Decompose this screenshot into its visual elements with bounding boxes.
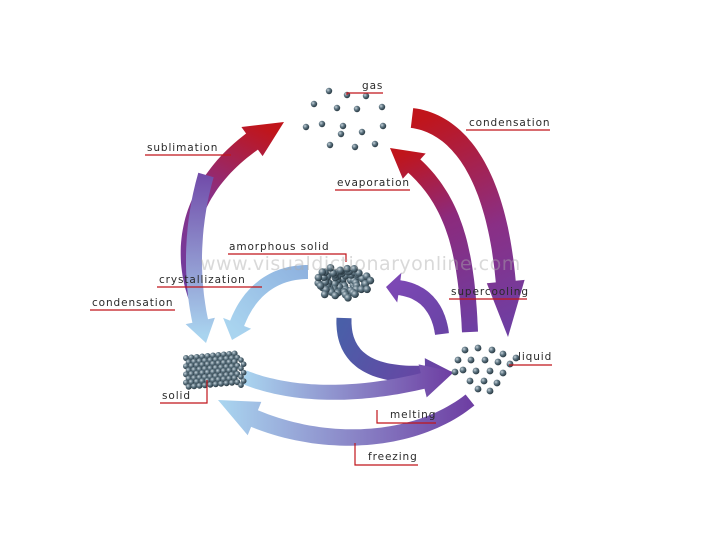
particle [466, 377, 474, 385]
particle [333, 104, 341, 112]
particle [459, 366, 467, 374]
particle [494, 358, 502, 366]
label-evaporation: evaporation [337, 177, 410, 189]
particle [336, 266, 345, 275]
particle [196, 382, 203, 389]
crystal-solid-particles [183, 350, 247, 390]
particle [331, 291, 340, 300]
particle [240, 378, 247, 384]
particle [371, 140, 379, 148]
particle [223, 380, 230, 387]
particle [318, 120, 326, 128]
particle [302, 123, 310, 131]
particle [451, 368, 459, 376]
label-condensation-gas-to-solid: condensation [92, 297, 174, 309]
particle [238, 365, 244, 372]
particle [362, 92, 370, 100]
label-amorphous-solid: amorphous solid [229, 241, 330, 253]
particle [316, 282, 325, 290]
particle [461, 346, 469, 354]
liquid-particles [451, 344, 520, 395]
particle [212, 381, 219, 388]
leader-solid [160, 380, 208, 404]
leader-amorphous-solid [228, 253, 347, 262]
particle [353, 105, 361, 113]
label-melting: melting [390, 409, 437, 421]
particle [378, 103, 386, 111]
arrow-crystallization [223, 265, 308, 340]
particle [350, 265, 359, 273]
particle [486, 367, 494, 375]
label-gas: gas [362, 80, 384, 92]
particle [240, 361, 247, 368]
particle [512, 354, 520, 362]
particle [366, 276, 375, 285]
label-liquid: liquid [518, 351, 553, 363]
particle [310, 100, 318, 108]
arrow-melting [241, 364, 454, 400]
particle [486, 387, 494, 395]
particle [326, 141, 334, 149]
label-solid: solid [162, 390, 191, 402]
particle [357, 285, 366, 294]
amorphous-solid-particles [314, 264, 375, 302]
leader-melting [376, 410, 436, 424]
gas-particles [302, 87, 387, 151]
particle [238, 374, 244, 380]
particle [240, 369, 247, 376]
particle [363, 285, 371, 294]
particle [318, 268, 327, 276]
particle [379, 122, 387, 130]
particle [228, 379, 235, 386]
particle [191, 383, 198, 390]
arrow-condensation-gas-to-liquid [410, 108, 525, 337]
particle [339, 122, 347, 130]
label-freezing: freezing [368, 451, 418, 463]
particle [474, 385, 482, 393]
particle [185, 383, 192, 390]
arrow-freezing [218, 394, 475, 446]
particle [238, 382, 244, 389]
label-crystallization: crystallization [159, 274, 246, 286]
particle [481, 356, 489, 364]
particle [325, 87, 333, 95]
arrow-condensation-gas-to-solid [185, 172, 215, 343]
particle [320, 290, 329, 299]
particle [499, 350, 507, 358]
particle [351, 143, 359, 151]
particle [454, 356, 462, 364]
particle [351, 290, 359, 299]
leader-freezing [354, 443, 418, 466]
particle [337, 130, 345, 138]
particle [474, 344, 482, 352]
particle [488, 346, 496, 354]
particle [238, 357, 244, 363]
particle [506, 360, 514, 368]
label-condensation-gas-to-liquid: condensation [469, 117, 551, 129]
particle [218, 380, 225, 387]
leader-gas [346, 92, 383, 95]
particle [344, 294, 352, 302]
particle [480, 377, 488, 385]
watermark-text: www.visualdictionaryonline.com [200, 253, 521, 275]
label-supercooling: supercooling [451, 286, 529, 298]
particle [499, 369, 507, 377]
particle [314, 273, 323, 282]
particle [467, 356, 475, 364]
particle [326, 264, 335, 272]
particle [472, 367, 480, 375]
particle [493, 379, 501, 387]
arrow-evaporation [390, 148, 478, 333]
particle [207, 381, 214, 388]
label-sublimation: sublimation [147, 142, 219, 154]
particle [358, 128, 366, 136]
particle [343, 264, 352, 273]
arrow-supercooling [386, 272, 449, 335]
